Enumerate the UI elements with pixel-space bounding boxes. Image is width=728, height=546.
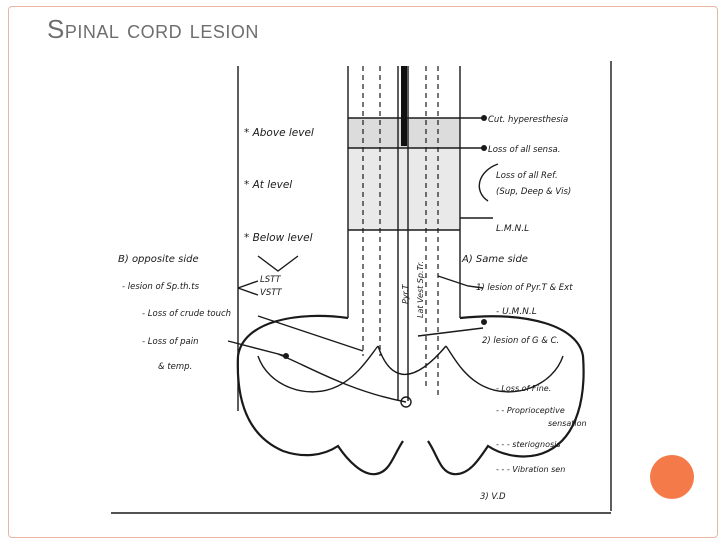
same-proprioceptive: - - Proprioceptive [496, 406, 565, 415]
central-canal [400, 396, 412, 408]
cord-outline-top [236, 314, 585, 476]
band-at [348, 148, 460, 230]
gray-matter-left [257, 345, 379, 393]
crude-touch-pointer [257, 315, 364, 352]
hyperesthesia-dot [481, 115, 487, 121]
opposite-temp: & temp. [158, 362, 192, 372]
same-loss-fine: - Loss of Fine. [496, 384, 551, 393]
gc-dot [481, 319, 487, 325]
lesion-brace-bottom [237, 287, 259, 296]
gray-matter-right [445, 345, 564, 393]
label-loss-all-sensa: Loss of all sensa. [488, 145, 560, 155]
lesion-bar [401, 66, 407, 146]
label-at-level: * At level [244, 179, 292, 191]
label-cut-hyperesthesia: Cut. hyperesthesia [488, 115, 568, 125]
all-sensa-dot [481, 145, 487, 151]
opposite-loss-crude: - Loss of crude touch [142, 309, 231, 319]
label-vstt: VSTT [260, 288, 282, 298]
opposite-loss-pain: - Loss of pain [142, 337, 199, 347]
same-lesion-gc: 2) lesion of G & C. [482, 336, 559, 346]
pain-pointer [227, 340, 287, 357]
label-lmnl: L.M.N.L [496, 224, 529, 234]
same-vd: 3) V.D [480, 492, 506, 502]
pyr-pointer [437, 275, 484, 289]
same-lesion-pyr: 1) lesion of Pyr.T & Ext [476, 283, 573, 293]
gc-pointer [417, 327, 484, 337]
spinal-cord-diagram: * Above level * At level * Below level B… [108, 56, 614, 516]
accent-circle [650, 455, 694, 499]
same-umnl: - U.M.N.L [496, 307, 537, 317]
cord-label-pyr-t: Pyr.T [401, 283, 410, 304]
label-loss-all-ref-detail: (Sup, Deep & Vis) [496, 187, 571, 197]
same-sensation: sensation [548, 419, 587, 428]
label-above-level: * Above level [244, 127, 314, 139]
cord-label-lat-vest: Lat Vest Sp.Tr. [416, 261, 425, 318]
slide-border [8, 6, 718, 538]
diagram-svg: * Above level * At level * Below level B… [108, 56, 614, 516]
label-loss-all-ref: Loss of all Ref. [496, 171, 558, 181]
slide-title: Spinal cord lesion [47, 14, 259, 44]
cord-outline-bottom [236, 355, 404, 476]
reflex-curve [478, 163, 499, 202]
lesion-brace-top [237, 280, 259, 289]
below-level-arrow [257, 255, 299, 272]
label-below-level: * Below level [244, 232, 313, 244]
label-lstt: LSTT [260, 275, 281, 285]
opposite-lesion-spth: - lesion of Sp.th.ts [122, 282, 200, 292]
opposite-side-heading: B) opposite side [118, 254, 199, 265]
gray-commissure [377, 345, 447, 376]
same-side-heading: A) Same side [461, 254, 528, 265]
same-vibration: - - - Vibration sen [496, 465, 565, 474]
same-steriognosis: - - - steriognosis [496, 440, 561, 449]
crossing-fibre [277, 353, 407, 403]
